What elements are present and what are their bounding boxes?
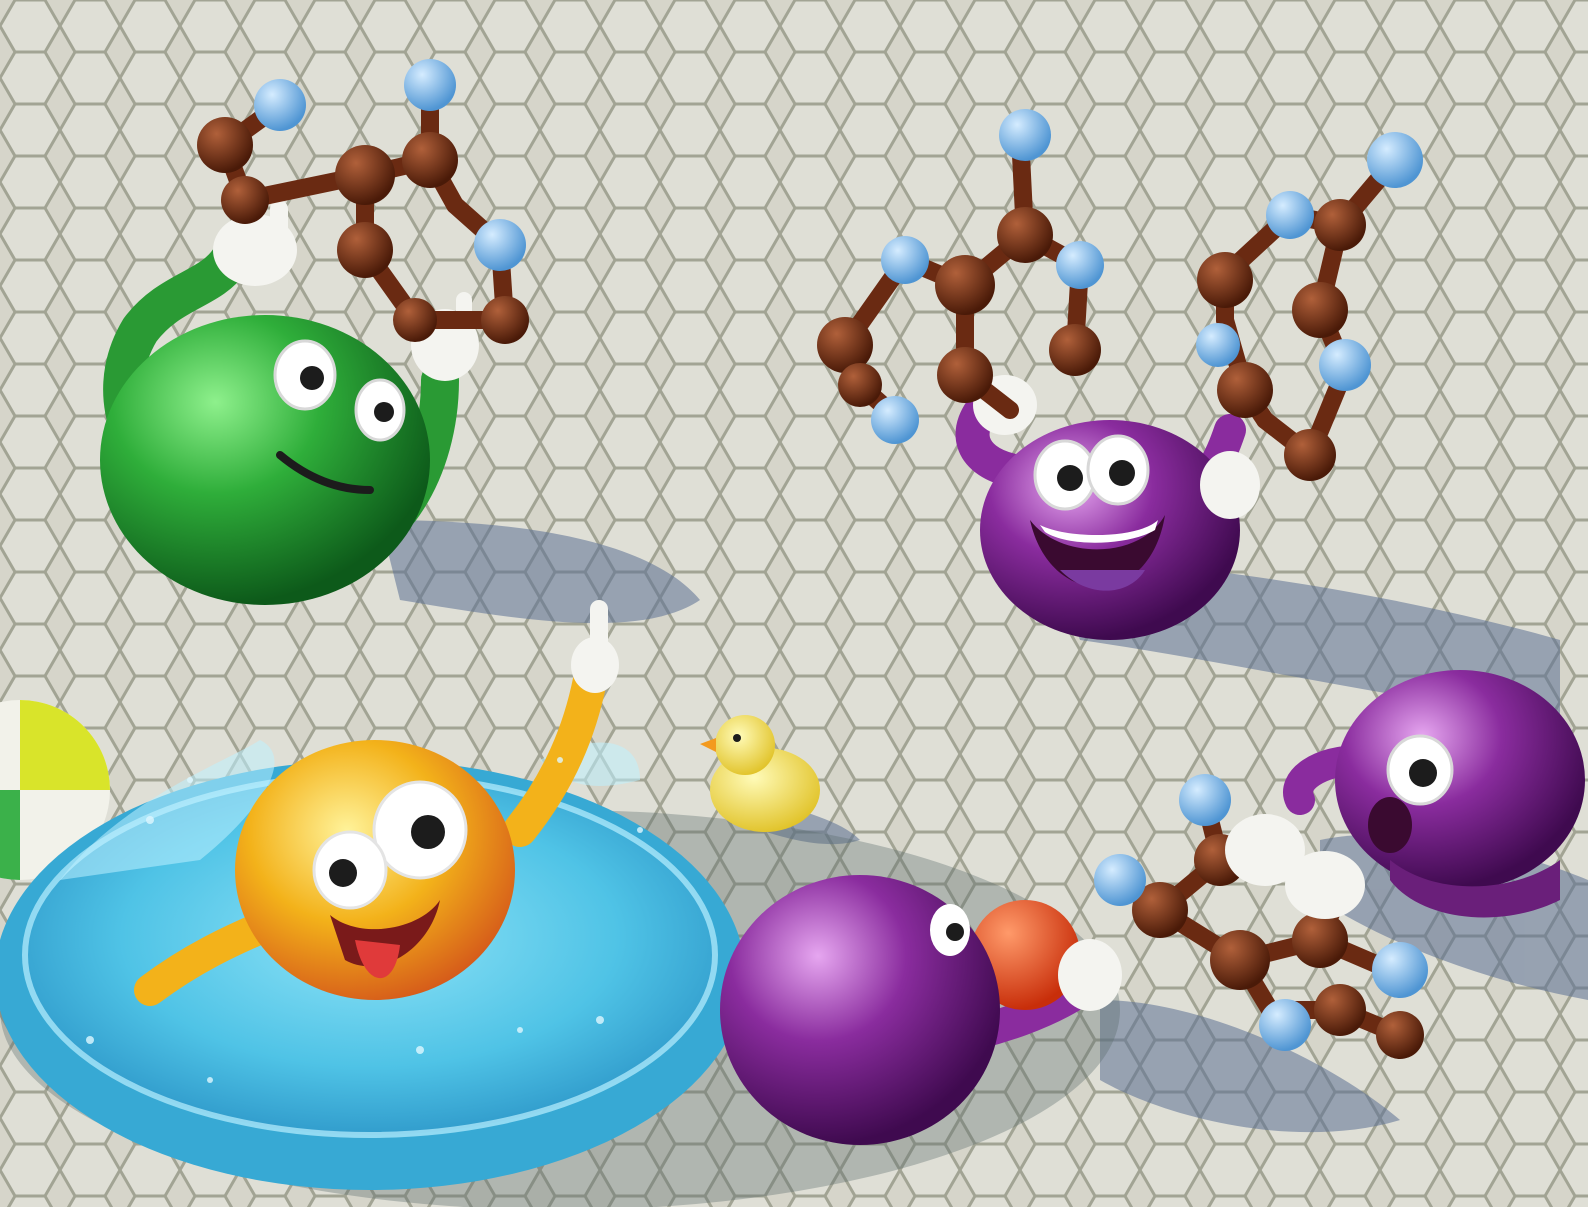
purple-character-right: [1283, 670, 1585, 918]
molecule-top-middle: [817, 109, 1104, 444]
molecule-lower-right: [1094, 774, 1428, 1059]
orange-ball: [970, 900, 1080, 1010]
molecule-green: [197, 59, 529, 344]
rubber-duck: [700, 715, 820, 832]
glove-purple-right-hands: [1225, 814, 1365, 919]
glove-purple-top-hand-right: [1200, 451, 1260, 519]
beach-ball: [0, 700, 110, 880]
purple-character-front: [720, 875, 1122, 1145]
purple-character-top: [955, 375, 1260, 640]
green-character: [100, 200, 479, 605]
glove-purple-front-hand: [1058, 939, 1122, 1011]
water-droplets: [86, 757, 643, 1083]
glove-green-hand-left: [213, 200, 297, 286]
yellow-character: [134, 600, 619, 1006]
molecule-top-right: [1196, 132, 1423, 481]
glove-yellow-hand: [571, 600, 619, 693]
